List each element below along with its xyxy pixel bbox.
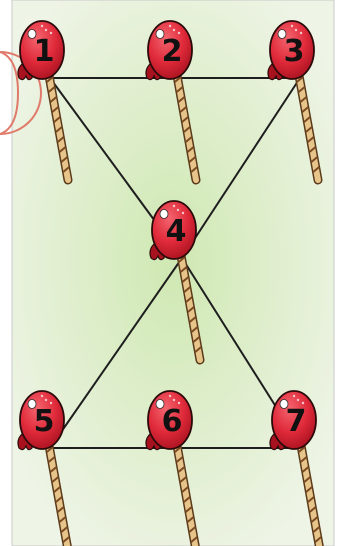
candy-sparkle: [173, 205, 175, 207]
lollipop-number: 5: [34, 404, 55, 439]
lollipop-number: 2: [162, 34, 183, 69]
candy-sparkle: [45, 399, 47, 401]
candy-sparkle: [169, 395, 171, 397]
candy-sparkle: [173, 29, 175, 31]
candy-sparkle: [45, 29, 47, 31]
lollipop-number: 3: [284, 34, 305, 69]
candy-sparkle: [293, 395, 295, 397]
candy-sparkle: [173, 399, 175, 401]
candy-sparkle: [291, 25, 293, 27]
lollipop-number: 1: [34, 34, 55, 69]
candy-sparkle: [177, 209, 179, 211]
lollipop-number: 6: [162, 404, 183, 439]
candy-sparkle: [41, 25, 43, 27]
lollipop-number: 7: [286, 404, 307, 439]
candy-sparkle: [169, 25, 171, 27]
candy-sparkle: [295, 29, 297, 31]
candy-sparkle: [297, 399, 299, 401]
candy-sparkle: [41, 395, 43, 397]
lollipop-number: 4: [166, 214, 187, 249]
board-background: [12, 0, 334, 546]
